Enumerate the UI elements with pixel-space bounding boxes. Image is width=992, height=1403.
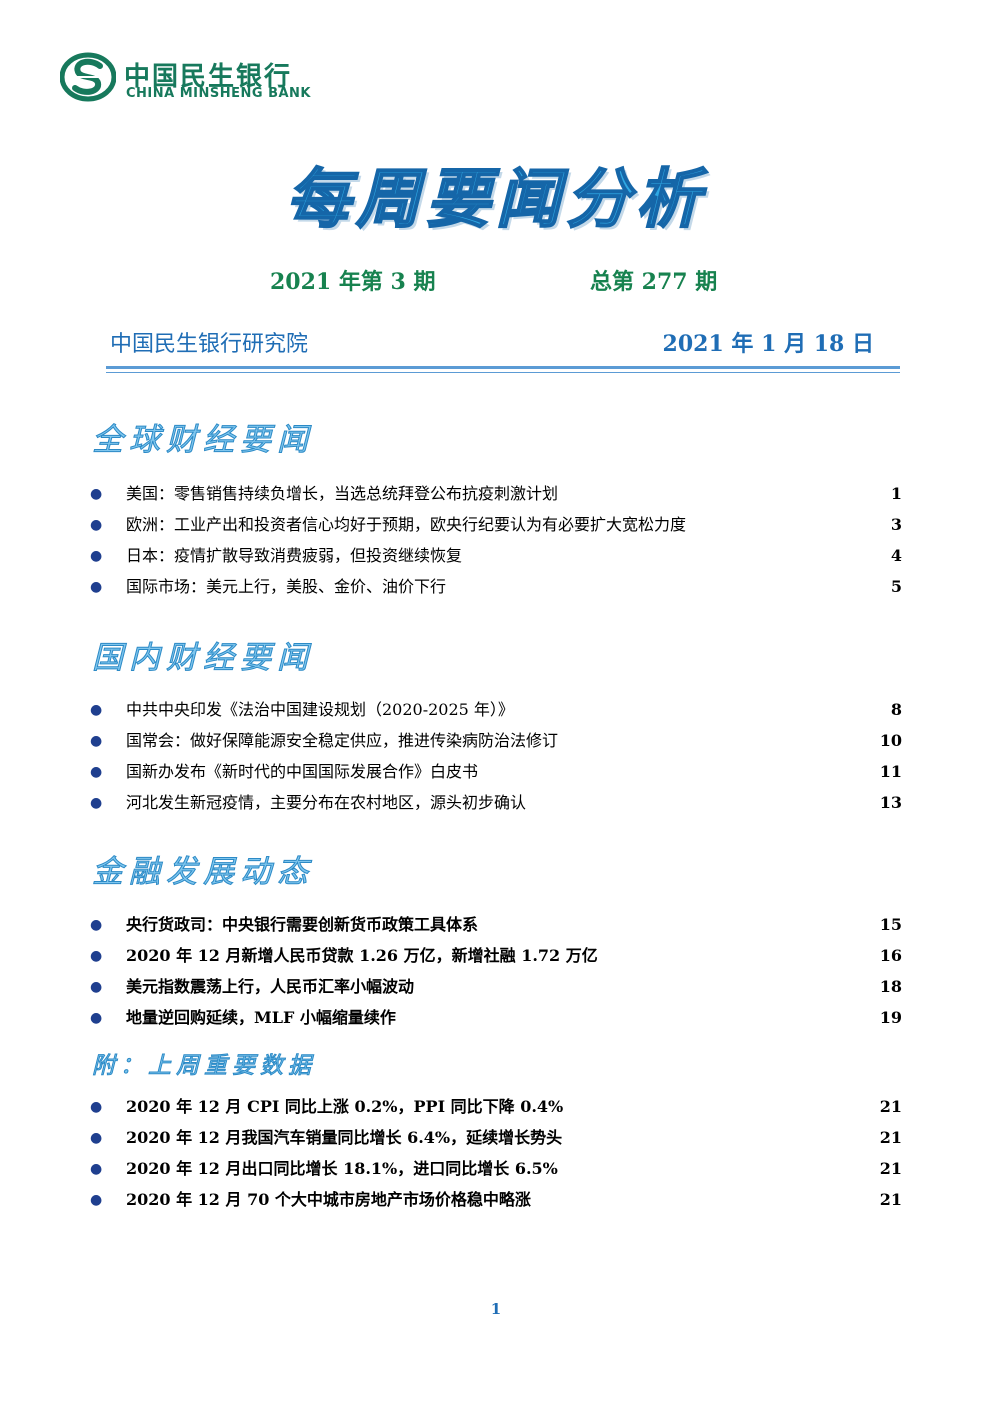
toc-entry-page: 21 bbox=[879, 1097, 902, 1116]
bullet-icon: ● bbox=[90, 1099, 103, 1115]
section-heading-domestic: 国内财经要闻 bbox=[92, 640, 314, 677]
toc-entry[interactable]: ● 国新办发布《新时代的中国国际发展合作》白皮书 11 bbox=[90, 759, 902, 785]
bullet-icon: ● bbox=[90, 1130, 103, 1146]
publication-date: 2021 年 1 月 18 日 bbox=[662, 331, 874, 357]
section-heading-appendix: 附：上周重要数据 bbox=[92, 1053, 316, 1080]
bullet-icon: ● bbox=[90, 795, 103, 811]
bullet-icon: ● bbox=[90, 1161, 103, 1177]
bullet-icon: ● bbox=[90, 1010, 103, 1026]
header-divider bbox=[106, 366, 900, 369]
toc-entry-page: 21 bbox=[879, 1128, 902, 1147]
toc-entry-title: 国新办发布《新时代的中国国际发展合作》白皮书 bbox=[126, 762, 479, 781]
bank-logo: 中国民生银行 CHINA MINSHENG BANK bbox=[60, 52, 340, 104]
toc-entry[interactable]: ● 中共中央印发《法治中国建设规划（2020-2025 年）》 8 bbox=[90, 697, 902, 723]
toc-entry-title: 2020 年 12 月 70 个大中城市房地产市场价格稳中略涨 bbox=[126, 1190, 531, 1209]
toc-entry[interactable]: ● 国常会：做好保障能源安全稳定供应，推进传染病防治法修订 10 bbox=[90, 728, 902, 754]
organization-name: 中国民生银行研究院 bbox=[110, 332, 309, 357]
minsheng-emblem-icon bbox=[60, 52, 116, 102]
bullet-icon: ● bbox=[90, 517, 103, 533]
toc-entry-title: 国际市场：美元上行，美股、金价、油价下行 bbox=[126, 577, 447, 596]
toc-entry-page: 16 bbox=[879, 946, 902, 965]
logo-chinese-name: 中国民生银行 bbox=[124, 62, 293, 92]
toc-entry[interactable]: ● 国际市场：美元上行，美股、金价、油价下行 5 bbox=[90, 574, 902, 600]
toc-entry[interactable]: ● 美国：零售销售持续负增长，当选总统拜登公布抗疫刺激计划 1 bbox=[90, 481, 902, 507]
toc-entry-title: 国常会：做好保障能源安全稳定供应，推进传染病防治法修订 bbox=[126, 731, 559, 750]
bullet-icon: ● bbox=[90, 486, 103, 502]
bullet-icon: ● bbox=[90, 1192, 103, 1208]
report-title: 每周要闻分析 bbox=[285, 162, 706, 238]
toc-entry[interactable]: ● 河北发生新冠疫情，主要分布在农村地区，源头初步确认 13 bbox=[90, 790, 902, 816]
toc-entry[interactable]: ● 2020 年 12 月 70 个大中城市房地产市场价格稳中略涨 21 bbox=[90, 1187, 902, 1213]
issue-number: 2021 年第 3 期 bbox=[270, 269, 436, 295]
toc-entry-title: 2020 年 12 月 CPI 同比上涨 0.2%，PPI 同比下降 0.4% bbox=[126, 1097, 564, 1116]
bullet-icon: ● bbox=[90, 733, 103, 749]
toc-entry-title: 央行货政司：中央银行需要创新货币政策工具体系 bbox=[126, 915, 479, 934]
bullet-icon: ● bbox=[90, 702, 103, 718]
toc-entry-title: 美元指数震荡上行，人民币汇率小幅波动 bbox=[126, 977, 415, 996]
toc-entry-page: 10 bbox=[879, 731, 902, 750]
bullet-icon: ● bbox=[90, 979, 103, 995]
page-number: 1 bbox=[490, 1300, 502, 1318]
toc-entry[interactable]: ● 2020 年 12 月出口同比增长 18.1%，进口同比增长 6.5% 21 bbox=[90, 1156, 902, 1182]
toc-entry-title: 中共中央印发《法治中国建设规划（2020-2025 年）》 bbox=[126, 700, 514, 719]
toc-entry-title: 2020 年 12 月出口同比增长 18.1%，进口同比增长 6.5% bbox=[126, 1159, 558, 1178]
toc-entry-page: 5 bbox=[890, 577, 902, 596]
logo-english-name: CHINA MINSHENG BANK bbox=[126, 86, 311, 101]
toc-entry-page: 21 bbox=[879, 1159, 902, 1178]
section-heading-global: 全球财经要闻 bbox=[92, 422, 314, 459]
toc-entry-page: 4 bbox=[890, 546, 902, 565]
toc-entry-title: 2020 年 12 月新增人民币贷款 1.26 万亿，新增社融 1.72 万亿 bbox=[126, 946, 598, 965]
toc-entry-page: 1 bbox=[890, 484, 902, 503]
toc-entry[interactable]: ● 2020 年 12 月我国汽车销量同比增长 6.4%，延续增长势头 21 bbox=[90, 1125, 902, 1151]
section-heading-finance: 金融发展动态 bbox=[92, 854, 314, 891]
toc-entry[interactable]: ● 欧洲：工业产出和投资者信心均好于预期，欧央行纪要认为有必要扩大宽松力度 3 bbox=[90, 512, 902, 538]
toc-entry[interactable]: ● 地量逆回购延续，MLF 小幅缩量续作 19 bbox=[90, 1005, 902, 1031]
toc-entry-page: 13 bbox=[879, 793, 902, 812]
toc-entry-page: 19 bbox=[879, 1008, 902, 1027]
toc-entry-title: 2020 年 12 月我国汽车销量同比增长 6.4%，延续增长势头 bbox=[126, 1128, 563, 1147]
bullet-icon: ● bbox=[90, 917, 103, 933]
bullet-icon: ● bbox=[90, 548, 103, 564]
toc-entry-page: 21 bbox=[879, 1190, 902, 1209]
toc-entry[interactable]: ● 2020 年 12 月新增人民币贷款 1.26 万亿，新增社融 1.72 万… bbox=[90, 943, 902, 969]
toc-entry[interactable]: ● 2020 年 12 月 CPI 同比上涨 0.2%，PPI 同比下降 0.4… bbox=[90, 1094, 902, 1120]
toc-entry-page: 18 bbox=[879, 977, 902, 996]
toc-entry[interactable]: ● 美元指数震荡上行，人民币汇率小幅波动 18 bbox=[90, 974, 902, 1000]
toc-entry-title: 地量逆回购延续，MLF 小幅缩量续作 bbox=[126, 1008, 396, 1027]
toc-entry-page: 15 bbox=[879, 915, 902, 934]
toc-entry-title: 日本：疫情扩散导致消费疲弱，但投资继续恢复 bbox=[126, 546, 463, 565]
toc-entry-title: 河北发生新冠疫情，主要分布在农村地区，源头初步确认 bbox=[126, 793, 527, 812]
bullet-icon: ● bbox=[90, 948, 103, 964]
toc-entry-page: 8 bbox=[890, 700, 902, 719]
issue-total: 总第 277 期 bbox=[590, 269, 718, 295]
toc-entry-title: 欧洲：工业产出和投资者信心均好于预期，欧央行纪要认为有必要扩大宽松力度 bbox=[126, 515, 687, 534]
header-divider-thin bbox=[106, 372, 900, 373]
toc-entry[interactable]: ● 日本：疫情扩散导致消费疲弱，但投资继续恢复 4 bbox=[90, 543, 902, 569]
bullet-icon: ● bbox=[90, 764, 103, 780]
toc-entry-title: 美国：零售销售持续负增长，当选总统拜登公布抗疫刺激计划 bbox=[126, 484, 559, 503]
toc-entry-page: 11 bbox=[879, 762, 902, 781]
toc-entry-page: 3 bbox=[890, 515, 902, 534]
bullet-icon: ● bbox=[90, 579, 103, 595]
toc-entry[interactable]: ● 央行货政司：中央银行需要创新货币政策工具体系 15 bbox=[90, 912, 902, 938]
